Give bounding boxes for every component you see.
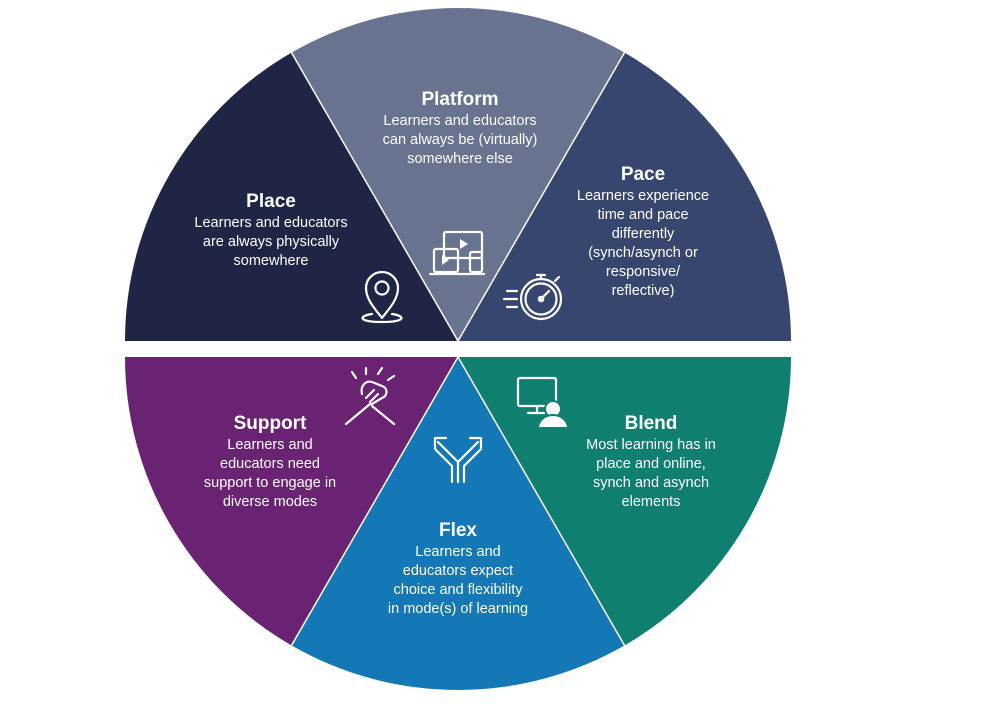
segment-description-line: support to engage in	[204, 475, 336, 491]
segment-pace	[458, 52, 791, 341]
segment-place	[125, 52, 458, 341]
location-pin-icon	[361, 270, 403, 324]
segment-description-line: in mode(s) of learning	[388, 601, 528, 617]
segment-description-line: synch and asynch	[593, 475, 709, 491]
segment-description-line: place and online,	[596, 456, 706, 472]
segment-description-line: (synch/asynch or	[588, 245, 698, 261]
segment-description-line: Learners and	[415, 544, 500, 560]
segment-label-flex: Flex Learners and educators expect choic…	[388, 520, 528, 617]
segment-description-line: Learners experience	[577, 188, 709, 204]
split-arrows-icon	[433, 436, 483, 484]
stopwatch-icon	[502, 273, 563, 321]
segment-label-pace: Pace Learners experience time and pace d…	[577, 164, 709, 299]
segment-description-line: somewhere	[234, 253, 309, 269]
segment-label-place: Place Learners and educators are always …	[194, 191, 347, 269]
segment-description-line: differently	[612, 226, 675, 242]
segment-description-line: reflective)	[612, 283, 675, 299]
segment-title: Flex	[439, 520, 477, 541]
segment-flex	[291, 357, 625, 691]
handshake-icon	[344, 366, 396, 426]
segment-description-line: choice and flexibility	[394, 582, 524, 598]
segment-description-line: somewhere else	[407, 151, 513, 167]
segment-description-line: are always physically	[203, 234, 340, 250]
segment-description-line: educators expect	[403, 563, 513, 579]
segment-label-support: Support Learners and educators need supp…	[204, 413, 336, 510]
segment-description-line: Most learning has in	[586, 437, 716, 453]
segment-description-line: educators need	[220, 456, 320, 472]
segment-dividers	[290, 52, 626, 646]
segment-platform	[291, 7, 625, 342]
online-learner-icon	[516, 376, 569, 429]
segment-description-line: elements	[622, 494, 681, 510]
segment-title: Blend	[625, 413, 678, 434]
segment-label-blend: Blend Most learning has in place and onl…	[586, 413, 716, 510]
segment-support	[124, 357, 458, 646]
segment-description-line: Learners and educators	[383, 113, 536, 129]
segment-label-platform: Platform Learners and educators can alwa…	[383, 89, 538, 167]
segment-description-line: diverse modes	[223, 494, 317, 510]
segment-title: Pace	[621, 164, 665, 185]
segment-title: Platform	[421, 89, 498, 110]
segment-title: Support	[234, 413, 307, 434]
segment-description-line: Learners and educators	[194, 215, 347, 231]
segment-blend	[458, 357, 792, 646]
segment-description-line: responsive/	[606, 264, 681, 280]
segment-description-line: can always be (virtually)	[383, 132, 538, 148]
segment-description-line: time and pace	[597, 207, 688, 223]
devices-icon	[428, 230, 486, 276]
segment-title: Place	[246, 191, 296, 212]
segment-description-line: Learners and	[227, 437, 312, 453]
